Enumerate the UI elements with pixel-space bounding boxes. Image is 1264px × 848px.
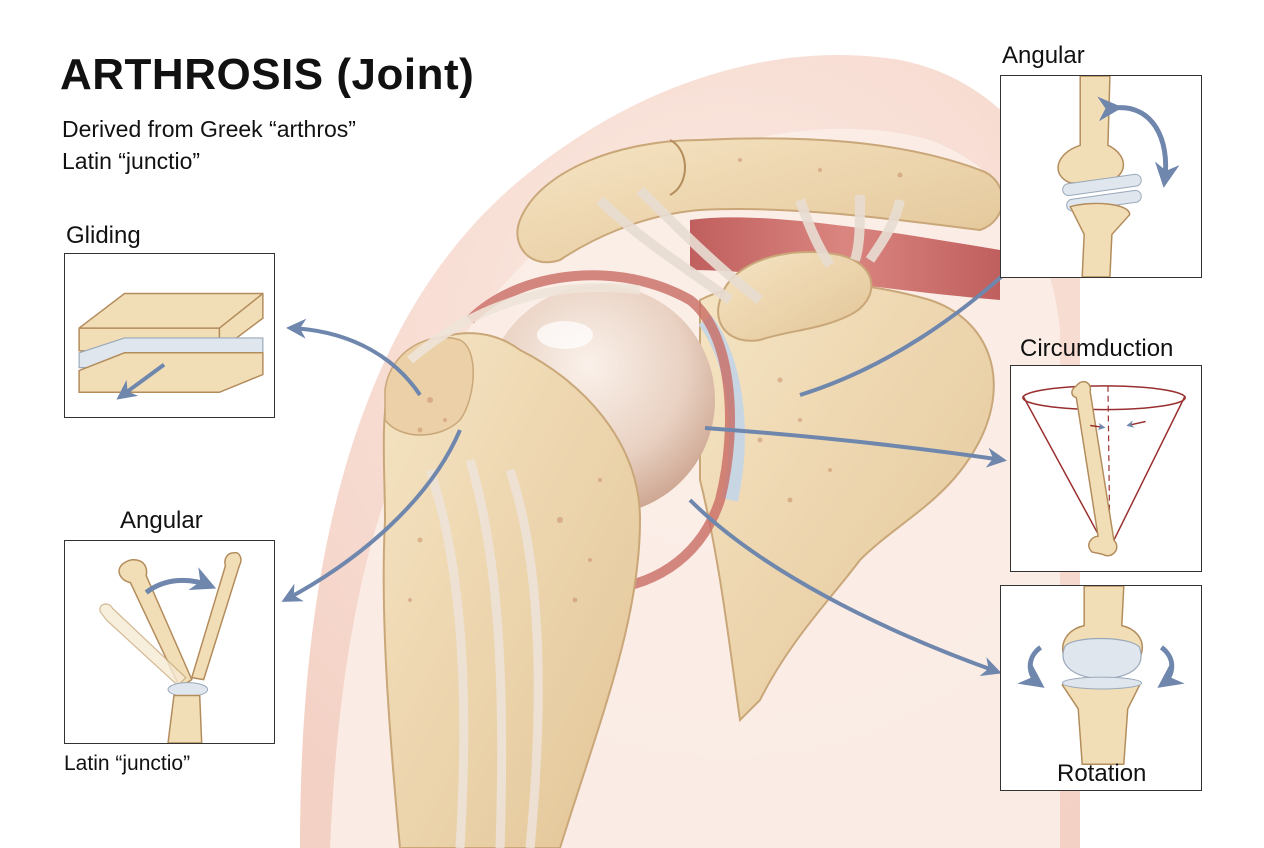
- connector-arrows: [281, 242, 1038, 677]
- clavicle: [516, 137, 1004, 264]
- panel-angular-right: [1000, 75, 1202, 278]
- arrow-to-rotation: [688, 498, 1002, 677]
- gliding-plates-icon: [78, 292, 264, 400]
- label-gliding: Gliding: [66, 222, 141, 249]
- subtitle-line-2: Latin “junctio”: [62, 148, 201, 174]
- scapula: [699, 280, 995, 723]
- label-circumduction: Circumduction: [1020, 335, 1174, 362]
- panel-circumduction: [1010, 365, 1202, 572]
- label-angular-left: Angular: [120, 507, 203, 534]
- angular-hinge-icon: [1057, 76, 1180, 277]
- rotation-knee-icon: [1017, 586, 1185, 765]
- panel-angular-left: [64, 540, 275, 744]
- circumduction-cone-icon: [1022, 380, 1186, 557]
- label-rotation: Rotation: [1057, 760, 1147, 787]
- arrow-to-angular-left: [281, 429, 462, 602]
- humerus: [382, 332, 642, 848]
- arrow-to-gliding: [286, 318, 422, 397]
- angular-hinge-icon: [99, 551, 242, 743]
- coracoid: [717, 251, 873, 342]
- page-title: ARTHROSIS (Joint): [60, 50, 475, 99]
- panel-gliding: [64, 253, 275, 418]
- ligaments: [596, 186, 905, 305]
- arrow-to-circumduction: [704, 426, 1007, 468]
- label-angular-right: Angular: [1002, 42, 1085, 69]
- footnote: Latin “junctio”: [64, 752, 191, 775]
- panel-rotation: [1000, 585, 1202, 791]
- subtitle-line-1: Derived from Greek “arthros”: [62, 116, 356, 142]
